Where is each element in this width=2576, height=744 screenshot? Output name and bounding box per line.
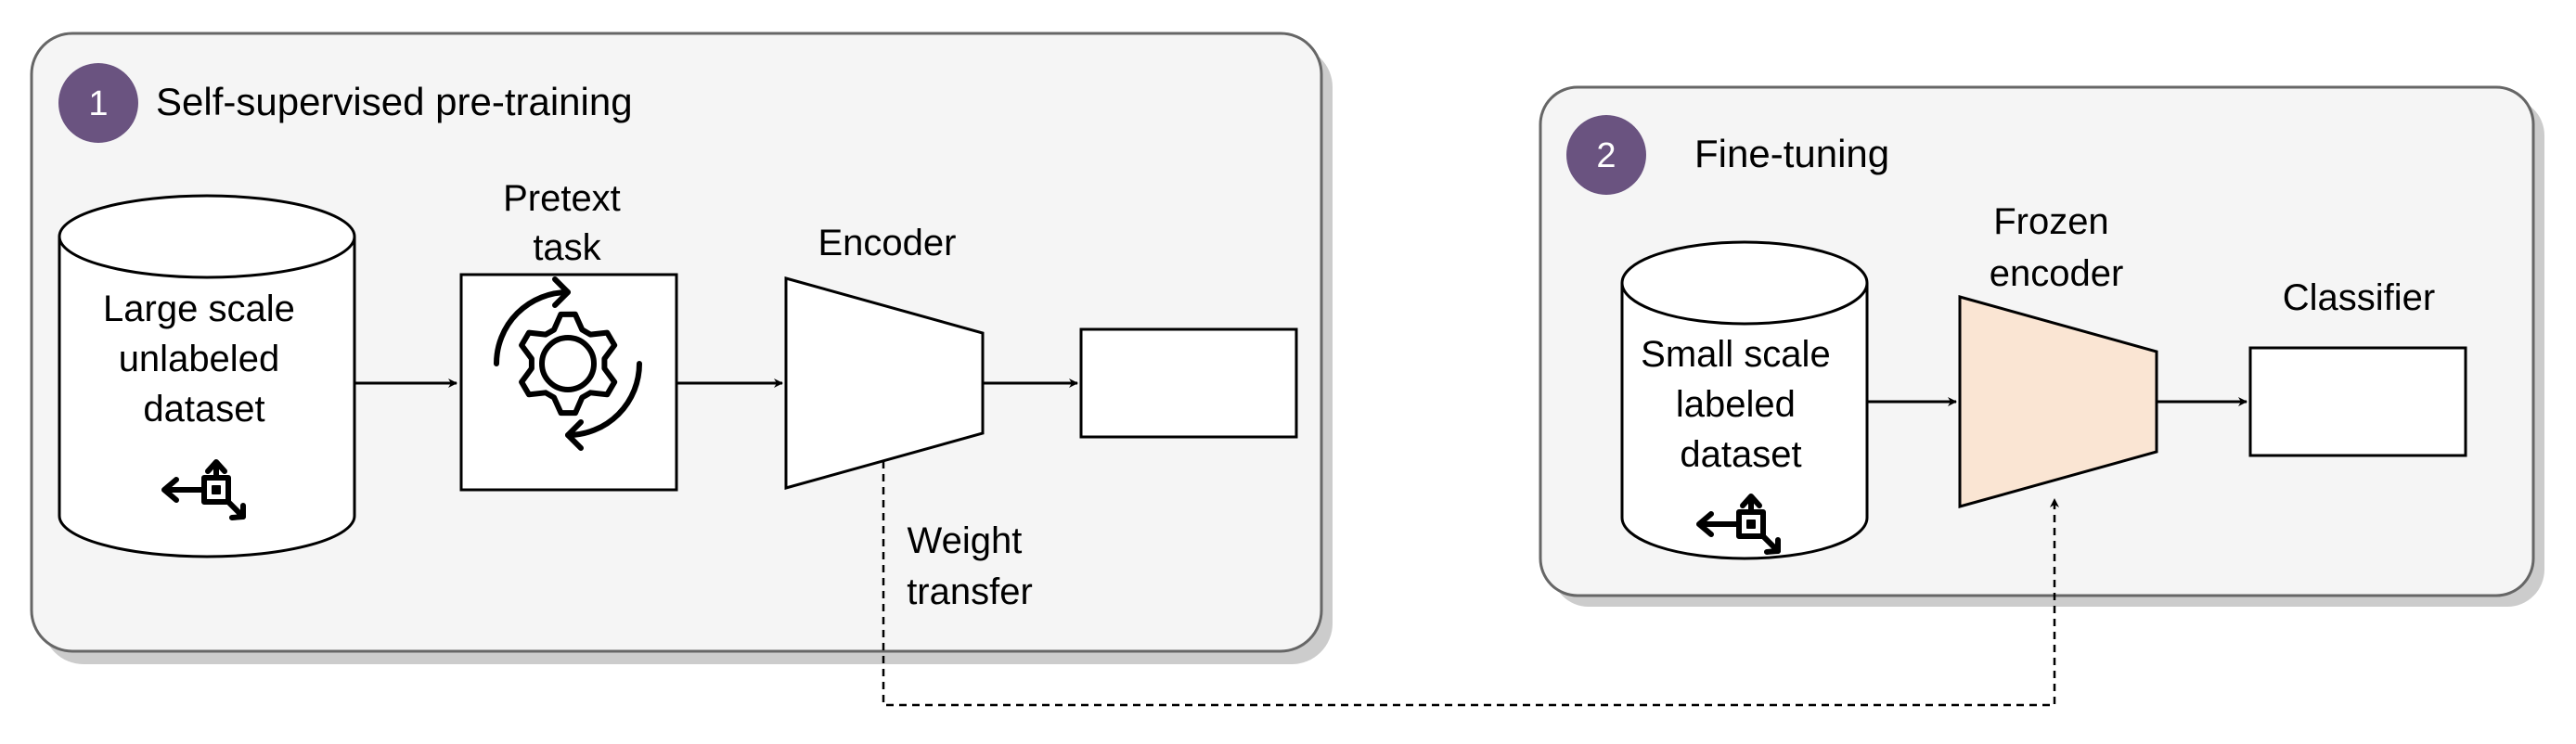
encoder-label: Encoder (818, 223, 957, 263)
stage1-badge: 1 (58, 63, 138, 143)
pretraining-output-box (1079, 327, 1298, 439)
unlabeled-dataset-cylinder (58, 194, 356, 558)
move-arrows-icon (161, 459, 246, 520)
unlabeled-dataset-label: Large scale unlabeled dataset (103, 289, 305, 430)
gear-cycle-icon (494, 276, 642, 451)
stage1-title: Self-supervised pre-training (156, 80, 633, 123)
stage2-badge: 2 (1566, 115, 1646, 195)
classifier-label: Classifier (2283, 277, 2435, 318)
stage2-number: 2 (1596, 136, 1616, 175)
classifier-box (2248, 346, 2467, 457)
stage2-title: Fine-tuning (1694, 132, 1889, 175)
encoder-trapezoid (784, 276, 985, 490)
pretext-task-box (459, 273, 678, 492)
weight-transfer-connector (882, 461, 2059, 707)
frozen-encoder-label: Frozen encoder (1990, 201, 2124, 294)
frozen-encoder-trapezoid (1958, 295, 2158, 508)
pretext-task-label: Pretext task (503, 178, 631, 268)
labeled-dataset-label: Small scale labeled dataset (1641, 334, 1841, 475)
stage1-number: 1 (88, 84, 108, 123)
move-arrows-icon (1696, 494, 1781, 555)
labeled-dataset-cylinder (1620, 240, 1869, 560)
weight-transfer-label: Weight transfer (907, 520, 1033, 612)
